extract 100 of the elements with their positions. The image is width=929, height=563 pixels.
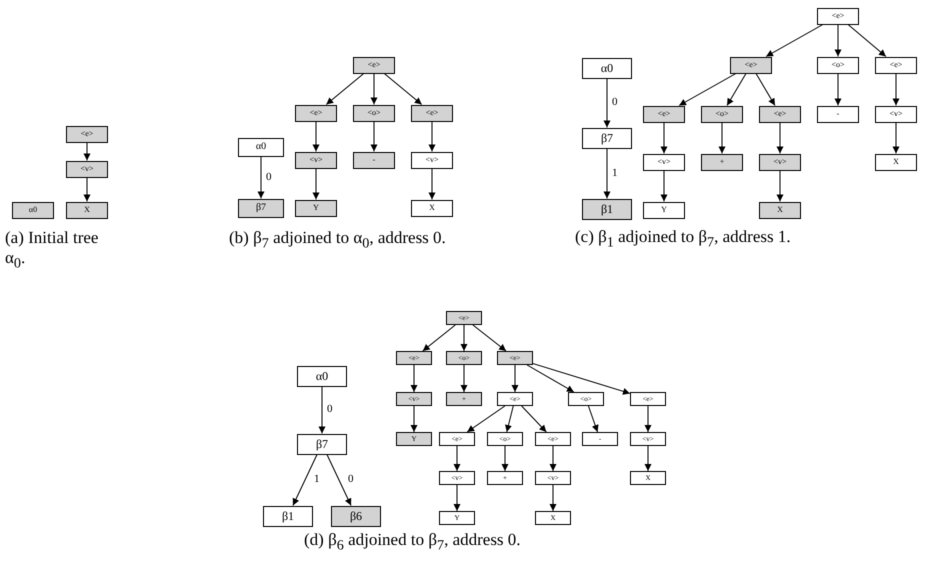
node-label: <o>: [715, 110, 729, 118]
tree-node-box: [295, 104, 337, 122]
tree-node-box: [439, 471, 475, 485]
arrow: [550, 446, 556, 472]
subfigure-caption: (a) Initial tree α$_{0}$.: [5, 228, 100, 273]
tree-node-box: [66, 160, 108, 178]
arrow: [312, 121, 320, 152]
arrow: [718, 122, 726, 154]
tree-node-box: [759, 106, 801, 122]
node-label: <e>: [658, 110, 670, 118]
tree-node-box: [331, 506, 381, 526]
edge-label: 0: [347, 474, 354, 485]
arrow: [892, 122, 900, 154]
tree-node-box: [568, 392, 604, 406]
tree-node-box: [353, 56, 395, 74]
node-label: β1: [600, 203, 614, 215]
arrow: [410, 406, 418, 432]
arrow: [292, 454, 318, 506]
node-label: <o>: [831, 61, 845, 69]
arrow: [384, 73, 422, 105]
tree-node-box: [411, 200, 453, 216]
tree-node-box: [875, 154, 917, 170]
arrow: [326, 73, 364, 105]
tree-node-box: [487, 432, 523, 446]
tree-node-box: [582, 198, 632, 220]
node-label: <e>: [774, 110, 786, 118]
arrow: [370, 73, 378, 105]
node-label: X: [429, 204, 435, 212]
tree-node-box: [817, 56, 859, 74]
tree-node-box: [701, 106, 743, 122]
arrow: [726, 73, 746, 106]
edge-label: 1: [313, 474, 320, 485]
arrow: [454, 484, 460, 512]
node-label: -: [836, 110, 840, 118]
node-label: <e>: [426, 109, 438, 117]
tree-node-box: [238, 198, 284, 218]
tree-node-box: [353, 104, 395, 122]
arrow: [460, 324, 468, 352]
subfigure-caption: (c) β$_{1}$ adjoined to β$_{7}$, address 1.: [575, 227, 791, 252]
tree-node-box: [66, 202, 108, 218]
edge-label: 0: [265, 172, 272, 182]
tree-node-box: [535, 511, 571, 525]
node-label: β7: [316, 438, 328, 450]
arrow: [660, 122, 668, 154]
tree-node-box: [643, 154, 685, 170]
arrow: [776, 122, 784, 154]
tree-node-box: [535, 432, 571, 446]
subfigure-caption: (b) β$_{7}$ adjoined to α$_{0}$, address 0.: [229, 228, 447, 252]
arrow: [550, 484, 556, 512]
node-label: <v>: [80, 165, 94, 173]
tree-node-box: [535, 471, 571, 485]
tree-node-box: [439, 511, 475, 525]
arrow: [604, 78, 610, 128]
tree-node-box: [396, 351, 432, 365]
tree-node-box: [730, 56, 772, 74]
tree-node-box: [701, 154, 743, 170]
arrow: [84, 177, 90, 202]
edge-label: 0: [326, 404, 334, 415]
tree-node-box: [582, 128, 632, 148]
arrow: [678, 73, 736, 106]
arrow: [644, 406, 652, 432]
tree-node-box: [875, 106, 917, 122]
tree-node-box: [817, 8, 859, 24]
tree-node-box: [759, 202, 801, 218]
node-label: β1: [282, 510, 294, 522]
node-label: -: [372, 156, 376, 164]
tree-node-box: [297, 366, 347, 386]
node-label: +: [720, 158, 724, 166]
node-label: α0: [256, 142, 266, 152]
arrow: [776, 170, 784, 202]
arrow: [660, 170, 668, 202]
tree-node-box: [446, 392, 482, 406]
arrow: [370, 121, 378, 152]
arrow: [410, 364, 418, 392]
arrow: [766, 24, 824, 57]
tree-node-box: [263, 506, 313, 526]
node-label: <o>: [367, 109, 381, 117]
tree-node-box: [439, 432, 475, 446]
node-label: α0: [600, 62, 614, 74]
tree-node-box: [295, 152, 337, 168]
arrow: [532, 363, 630, 395]
arrow: [422, 324, 456, 352]
node-label: <v>: [773, 158, 787, 166]
arrow: [318, 386, 326, 434]
node-label: α0: [28, 206, 38, 214]
node-label: Y: [313, 204, 319, 212]
node-label: <e>: [890, 61, 902, 69]
tree-node-box: [396, 432, 432, 446]
tree-node-box: [396, 392, 432, 406]
arrow: [604, 148, 610, 199]
node-label: β7: [600, 132, 614, 144]
tree-node-box: [297, 434, 347, 454]
arrow: [258, 156, 264, 199]
tree-node-box: [582, 432, 618, 446]
tree-node-box: [497, 392, 533, 406]
node-label: X: [777, 206, 783, 214]
arrow: [505, 406, 514, 432]
subfigure-caption: (d) β$_{6}$ adjoined to β$_{7}$, address 0.: [304, 530, 521, 554]
tree-node-box: [630, 471, 666, 485]
arrow: [502, 446, 508, 472]
